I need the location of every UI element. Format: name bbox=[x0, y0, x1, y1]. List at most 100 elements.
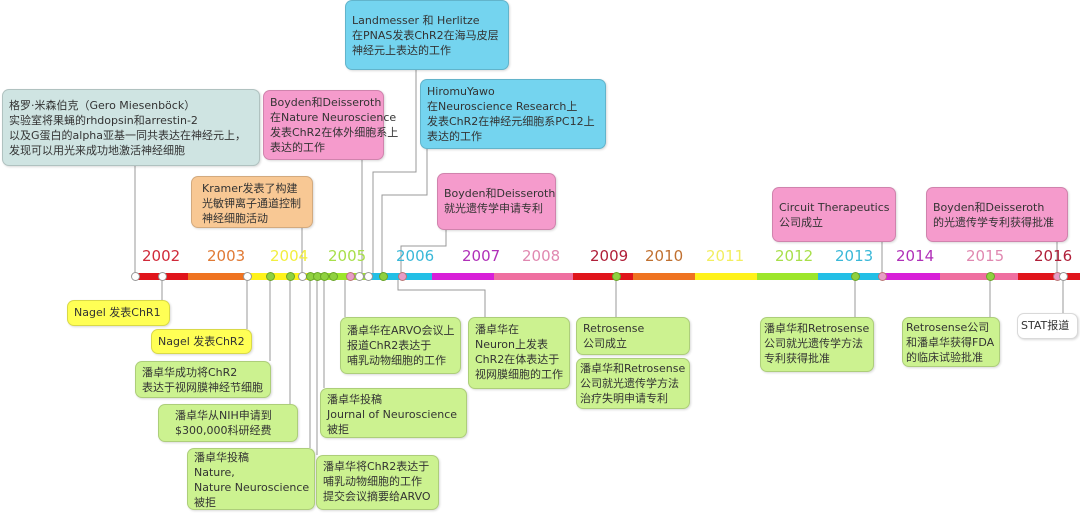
event-text: 神经元上表达的工作 bbox=[352, 44, 451, 57]
event-circuit-therapeutics: Circuit Therapeutics 公司成立 bbox=[772, 187, 896, 242]
event-text: 光敏钾离子通道控制 bbox=[202, 197, 301, 210]
event-dot bbox=[398, 272, 407, 281]
event-text: 神经细胞活动 bbox=[202, 212, 268, 225]
event-text: 潘卓华和Retrosense bbox=[580, 362, 686, 375]
event-text: 在Nature Neuroscience bbox=[270, 111, 397, 124]
event-text: 的临床试验批准 bbox=[906, 351, 983, 364]
event-text: Neuron上发表 bbox=[475, 338, 548, 351]
event-dot bbox=[266, 272, 275, 281]
event-text: 被拒 bbox=[194, 496, 216, 509]
event-text: STAT报道 bbox=[1021, 319, 1070, 332]
event-text: 潘卓华在ARVO会议上 bbox=[347, 324, 455, 337]
event-text: Retrosense bbox=[583, 322, 645, 335]
event-pan-arvo-submit: 潘卓华将ChR2表达于 哺乳动物细胞的工作 提交会议摘要给ARVO bbox=[316, 455, 439, 510]
event-boyden-patent: Boyden和Deisseroth 就光遗传学申请专利 bbox=[437, 173, 556, 230]
event-dot bbox=[320, 272, 329, 281]
year-label: 2011 bbox=[706, 247, 745, 265]
event-dot bbox=[329, 272, 338, 281]
segment-2016 bbox=[1018, 273, 1080, 280]
segment-2005 bbox=[310, 273, 370, 280]
year-label: 2016 bbox=[1034, 247, 1073, 265]
event-text: 在Neuroscience Research上 bbox=[427, 100, 578, 113]
event-text: 实验室将果蝇的rhdopsin和arrestin-2 bbox=[9, 114, 198, 127]
event-text: 公司成立 bbox=[779, 216, 823, 229]
segment-2004 bbox=[250, 273, 310, 280]
event-dot bbox=[1059, 272, 1068, 281]
event-text: Kramer发表了构建 bbox=[202, 182, 298, 195]
event-dot bbox=[131, 272, 140, 281]
event-text: 在PNAS发表ChR2在海马皮层 bbox=[352, 29, 499, 42]
event-dot bbox=[346, 272, 355, 281]
event-pan-retina: 潘卓华成功将ChR2 表达于视网膜神经节细胞 bbox=[135, 361, 271, 398]
event-pan-nature: 潘卓华投稿 Nature, Nature Neuroscience 被拒 bbox=[187, 448, 315, 510]
year-label: 2014 bbox=[896, 247, 935, 265]
year-label: 2006 bbox=[396, 247, 435, 265]
event-dot bbox=[379, 272, 388, 281]
year-label: 2013 bbox=[835, 247, 874, 265]
event-text: Boyden和Deisseroth bbox=[270, 96, 382, 109]
segment-2014 bbox=[880, 273, 940, 280]
event-text: Nagel 发表ChR1 bbox=[74, 306, 161, 319]
event-text: 潘卓华在 bbox=[475, 323, 519, 336]
event-nagel-chr1: Nagel 发表ChR1 bbox=[67, 300, 170, 326]
event-text: 公司就光遗传学方法 bbox=[580, 377, 679, 390]
event-pan-neuron: 潘卓华在 Neuron上发表 ChR2在体表达于 视网膜细胞的工作 bbox=[468, 317, 570, 389]
event-dot bbox=[286, 272, 295, 281]
event-text: 格罗·米森伯克（Gero Miesenböck） bbox=[9, 99, 196, 112]
event-pan-jn: 潘卓华投稿 Journal of Neuroscience 被拒 bbox=[320, 388, 467, 438]
event-text: 以及G蛋白的alpha亚基一同共表达在神经元上， bbox=[9, 129, 247, 142]
event-text: 发表ChR2在神经元细胞系PC12上 bbox=[427, 115, 595, 128]
event-nagel-chr2: Nagel 发表ChR2 bbox=[151, 329, 252, 354]
event-retrosense-granted: 潘卓华和Retrosense 公司就光遗传学方法 专利获得批准 bbox=[760, 317, 874, 372]
segment-2011 bbox=[695, 273, 757, 280]
event-text: 潘卓华投稿 bbox=[194, 451, 249, 464]
event-text: Nature, bbox=[194, 466, 235, 479]
segment-2012 bbox=[757, 273, 818, 280]
event-text: 公司成立 bbox=[583, 337, 627, 350]
event-text: 被拒 bbox=[327, 423, 349, 436]
event-retrosense-founded: Retrosense 公司成立 bbox=[576, 317, 690, 355]
event-retrosense-apply: 潘卓华和Retrosense 公司就光遗传学方法 治疗失明申请专利 bbox=[576, 358, 690, 409]
event-dot bbox=[355, 272, 364, 281]
event-dot bbox=[612, 272, 621, 281]
event-text: ChR2在体表达于 bbox=[475, 353, 560, 366]
segment-2015 bbox=[940, 273, 1018, 280]
event-text: 公司就光遗传学方法 bbox=[764, 337, 863, 350]
event-text: Landmesser 和 Herlitze bbox=[352, 14, 480, 27]
event-dot bbox=[986, 272, 995, 281]
event-text: 专利获得批准 bbox=[764, 352, 830, 365]
event-boyden-granted: Boyden和Deisseroth 的光遗传学专利获得批准 bbox=[926, 187, 1068, 242]
event-text: Retrosense公司 bbox=[906, 321, 990, 334]
segment-2003 bbox=[188, 273, 250, 280]
year-label: 2008 bbox=[522, 247, 561, 265]
segment-2010 bbox=[633, 273, 695, 280]
event-text: Nagel 发表ChR2 bbox=[158, 335, 245, 348]
event-stat: STAT报道 bbox=[1017, 313, 1078, 339]
event-text: 潘卓华成功将ChR2 bbox=[142, 366, 238, 379]
event-miesenbock: 格罗·米森伯克（Gero Miesenböck） 实验室将果蝇的rhdopsin… bbox=[2, 89, 260, 166]
event-text: 提交会议摘要给ARVO bbox=[323, 490, 431, 503]
event-text: 哺乳动物细胞的工作 bbox=[347, 354, 446, 367]
event-text: 潘卓华将ChR2表达于 bbox=[323, 460, 430, 473]
event-boyden-nature: Boyden和Deisseroth 在Nature Neuroscience 发… bbox=[263, 90, 398, 160]
event-text: 潘卓华和Retrosense bbox=[764, 322, 870, 335]
event-hiromu: HiromuYawo 在Neuroscience Research上 发表ChR… bbox=[420, 79, 606, 149]
year-label: 2015 bbox=[966, 247, 1005, 265]
event-landmesser: Landmesser 和 Herlitze 在PNAS发表ChR2在海马皮层 神… bbox=[345, 0, 509, 70]
event-text: Boyden和Deisseroth bbox=[933, 201, 1045, 214]
event-text: 哺乳动物细胞的工作 bbox=[323, 475, 422, 488]
year-label: 2005 bbox=[328, 247, 367, 265]
event-text: Journal of Neuroscience bbox=[327, 408, 458, 421]
event-kramer: Kramer发表了构建 光敏钾离子通道控制 神经细胞活动 bbox=[191, 176, 313, 228]
segment-2007 bbox=[432, 273, 494, 280]
year-label: 2003 bbox=[207, 247, 246, 265]
event-text: 潘卓华投稿 bbox=[327, 393, 382, 406]
event-text: Boyden和Deisseroth bbox=[444, 187, 556, 200]
year-label: 2012 bbox=[775, 247, 814, 265]
segment-2009 bbox=[573, 273, 633, 280]
year-label: 2009 bbox=[590, 247, 629, 265]
event-text: 治疗失明申请专利 bbox=[580, 392, 668, 405]
event-dot bbox=[158, 272, 167, 281]
event-text: 和潘卓华获得FDA bbox=[906, 336, 995, 349]
